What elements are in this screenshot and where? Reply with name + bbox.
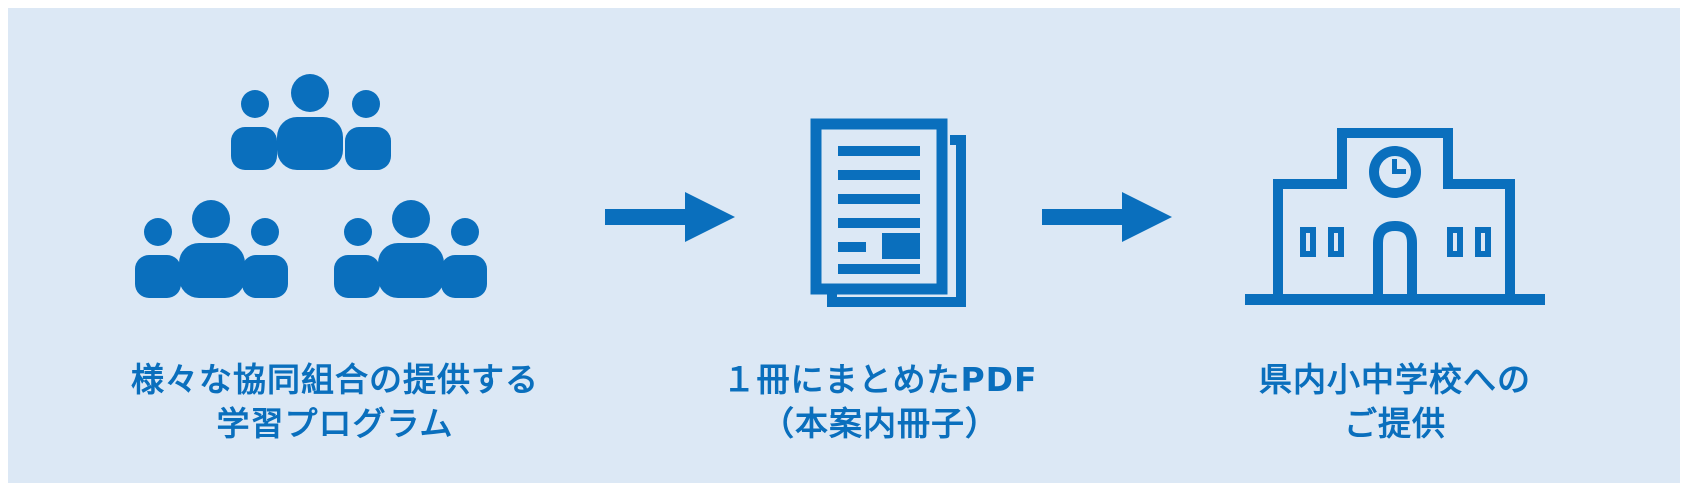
step-3-caption-line-2: ご提供 <box>1344 404 1446 443</box>
arrow-right-icon <box>605 192 735 242</box>
step-1-caption-line-1: 様々な協同組合の提供する <box>131 360 539 399</box>
step-3-caption-line-1: 県内小中学校への <box>1259 360 1531 399</box>
arrow-right-icon <box>1042 192 1172 242</box>
document-stack-icon <box>810 118 966 307</box>
step-2-caption-line-1: １冊にまとめたPDF <box>722 360 1038 399</box>
step-3-caption: 県内小中学校への ご提供 <box>1195 358 1595 446</box>
step-1-caption-line-2: 学習プログラム <box>216 404 454 443</box>
step-2-caption-line-2: （本案内冊子） <box>761 404 999 443</box>
step-1-caption: 様々な協同組合の提供する 学習プログラム <box>80 358 590 446</box>
school-building-icon <box>1245 128 1545 305</box>
step-2-caption: １冊にまとめたPDF （本案内冊子） <box>690 358 1070 446</box>
people-groups-icon <box>135 74 487 298</box>
